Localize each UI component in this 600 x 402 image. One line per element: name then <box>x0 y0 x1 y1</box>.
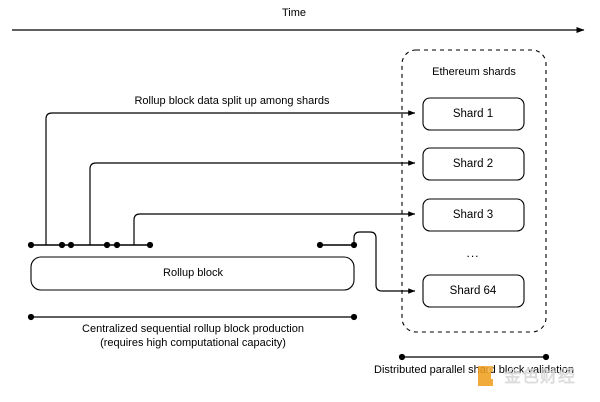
left-caption-line-1: Centralized sequential rollup block prod… <box>82 323 304 335</box>
split-data-label: Rollup block data split up among shards <box>134 95 330 107</box>
watermark: 金色财经 <box>478 366 576 388</box>
connector-shard-64 <box>353 231 416 294</box>
shard-box-64 <box>422 274 525 308</box>
shard-label-1: Shard 1 <box>452 108 494 120</box>
shard-box-1 <box>422 97 525 131</box>
right-measure-line <box>398 353 550 361</box>
ethereum-shards-title: Ethereum shards <box>432 66 516 78</box>
connector-shard-1 <box>45 110 416 245</box>
time-axis-label: Time <box>281 7 307 19</box>
shards-ellipsis: ... <box>466 246 480 260</box>
rollup-timeline <box>27 241 358 249</box>
shard-label-2: Shard 2 <box>452 158 494 170</box>
connector-shard-3 <box>133 211 416 245</box>
shard-label-3: Shard 3 <box>452 209 494 221</box>
connector-shard-2 <box>89 160 416 245</box>
left-caption-line-2: (requires high computational capacity) <box>100 337 286 349</box>
watermark-logo-icon <box>478 366 500 388</box>
ethereum-shards-container <box>401 49 547 333</box>
shard-label-64: Shard 64 <box>449 285 497 297</box>
shard-box-2 <box>422 147 525 181</box>
watermark-text: 金色财经 <box>504 367 576 387</box>
shard-box-3 <box>422 198 525 232</box>
left-measure-line <box>27 313 358 321</box>
rollup-block-label: Rollup block <box>163 267 223 279</box>
right-caption-line-1: Distributed parallel shard block validat… <box>374 364 574 376</box>
rollup-block-box <box>30 256 355 291</box>
